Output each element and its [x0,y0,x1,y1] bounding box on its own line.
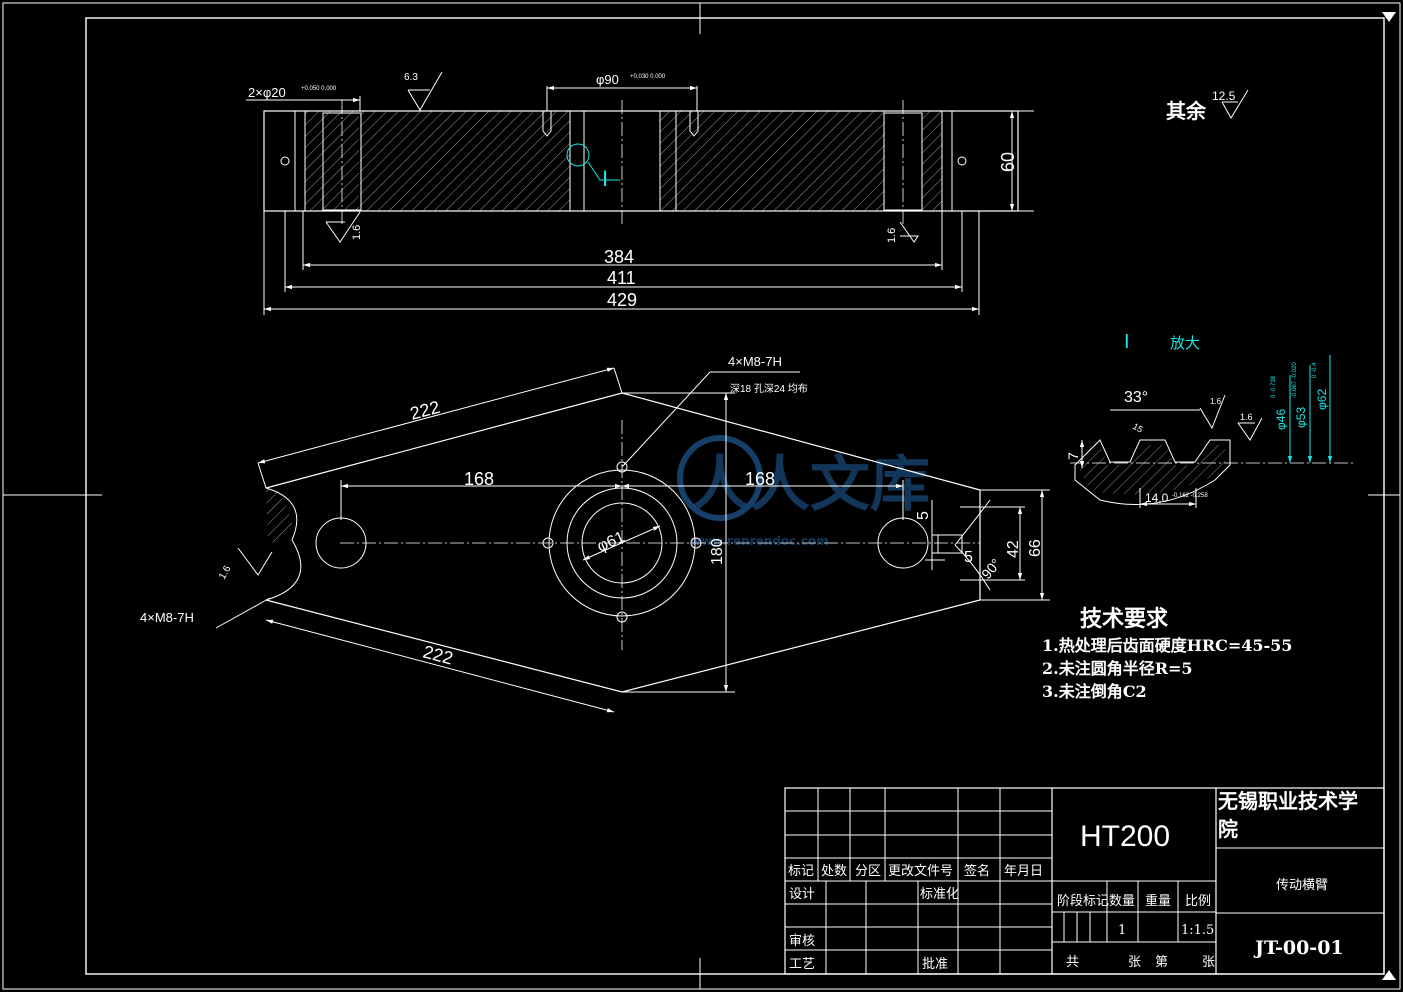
tech-title: 技术要求 [1080,606,1168,632]
detail-rough-1-6a: 1.6 [1210,397,1222,406]
label-qty: 数量 [1109,894,1135,909]
header-date: 年月日 [1004,864,1043,879]
label-design: 设计 [789,887,815,902]
school-line2: 院 [1218,817,1238,841]
dim-384: 384 [604,247,634,267]
thread-left-label: 4×M8-7H [140,610,194,625]
label-total: 共 [1066,955,1079,970]
dim-phi90-tol: +0.030 0.000 [630,74,666,80]
other-rough-value: 12.5 [1212,89,1236,103]
label-standard: 标准化 [920,887,959,902]
detail-phi46-tol: 0 -0.738 [1271,375,1277,398]
dim-5-vertical: 5 [915,511,932,520]
dim-42: 42 [1005,540,1022,558]
dim-2xphi20: 2×φ20 [248,85,286,100]
dim-phi61: φ61 [595,529,628,556]
part-name: 传动横臂 [1276,878,1328,893]
detail-phi46: φ46 [1274,409,1288,430]
label-process: 工艺 [789,957,815,972]
dim-66: 66 [1027,539,1044,557]
dim-222-bottom: 222 [421,642,455,669]
dim-60: 60 [998,152,1018,172]
drawing-number: JT-00-01 [1253,937,1344,959]
detail-14: 14.0 [1145,491,1169,505]
title-block: HT200 无锡职业技术学 院 传动横臂 JT-00-01 标记 处数 分区 更… [784,787,1385,975]
rough-6-3: 6.3 [404,72,418,83]
label-weight: 重量 [1145,893,1171,909]
tech-item-1: 1.热处理后齿面硬度HRC=45-55 [1042,636,1292,655]
label-approve: 批准 [922,957,948,972]
section-view: I 2×φ20 +0.050 0.000 φ90 +0.030 0.000 6.… [246,71,1034,315]
dim-429: 429 [607,290,637,310]
tech-item-2: 2.未注圆角半径R=5 [1042,659,1193,678]
detail-14-tol: -0.162 -0.258 [1172,493,1208,499]
dim-222-top: 222 [408,397,442,424]
label-scale: 比例 [1185,894,1211,909]
detail-rough-1-6b: 1.6 [1240,412,1253,422]
label-check: 审核 [789,934,815,949]
detail-phi62: φ62 [1315,389,1329,410]
school-line1: 无锡职业技术学 [1218,789,1358,813]
detail-title-mark: I [1124,331,1130,353]
tech-item-3: 3.未注倒角C2 [1042,682,1147,701]
detail-view: I 放大 33° 15 1.6 1.6 7 φ46 0 -0.738 φ53 -… [1065,331,1355,508]
dim-168-right: 168 [745,469,775,489]
detail-callout: I [602,166,608,191]
detail-15: 15 [1131,421,1145,435]
dim-168-left: 168 [464,469,494,489]
label-no: 第 [1155,955,1168,970]
other-roughness: 其余 12.5 [1166,89,1249,123]
detail-title-text: 放大 [1170,335,1200,352]
watermark: 人人文库 www.renrendoc.com [677,435,930,548]
detail-phi53: φ53 [1294,407,1308,428]
rough-1-6-right: 1.6 [886,228,898,243]
detail-7: 7 [1065,452,1081,460]
detail-angle-33: 33° [1124,389,1148,406]
other-rough-label: 其余 [1166,99,1207,123]
dim-2xphi20-tol: +0.050 0.000 [301,86,337,92]
tech-requirements: 技术要求 1.热处理后齿面硬度HRC=45-55 2.未注圆角半径R=5 3.未… [1042,606,1292,701]
header-zone: 分区 [855,864,881,879]
dim-411: 411 [607,268,636,288]
dim-phi90: φ90 [596,72,619,87]
label-stage: 阶段标记 [1057,894,1109,909]
thread-top-note: 深18 孔深24 均布 [730,383,808,395]
header-doc: 更改文件号 [888,864,953,879]
label-sheet: 张 [1202,955,1215,970]
thread-top-label: 4×M8-7H [728,354,782,369]
detail-phi62-tol: 0 -0.4 [1312,362,1318,378]
header-sign: 签名 [964,863,990,879]
material: HT200 [1080,820,1170,853]
detail-phi53-tol: -0.067 -0.020 [1292,362,1298,398]
rough-1-6-plan: 1.6 [217,564,234,582]
header-mark: 标记 [788,864,814,879]
scale-value: 1:1.5 [1181,923,1214,938]
dim-180: 180 [709,538,726,565]
qty-value: 1 [1118,923,1126,938]
plan-view: 222 222 168 168 180 φ61 4×M8-7H 深18 孔深24… [140,354,1050,713]
rough-1-6-left: 1.6 [351,225,363,240]
dim-5-horizontal: 5 [964,549,973,566]
header-count: 处数 [821,864,847,879]
label-sheets: 张 [1128,955,1141,970]
